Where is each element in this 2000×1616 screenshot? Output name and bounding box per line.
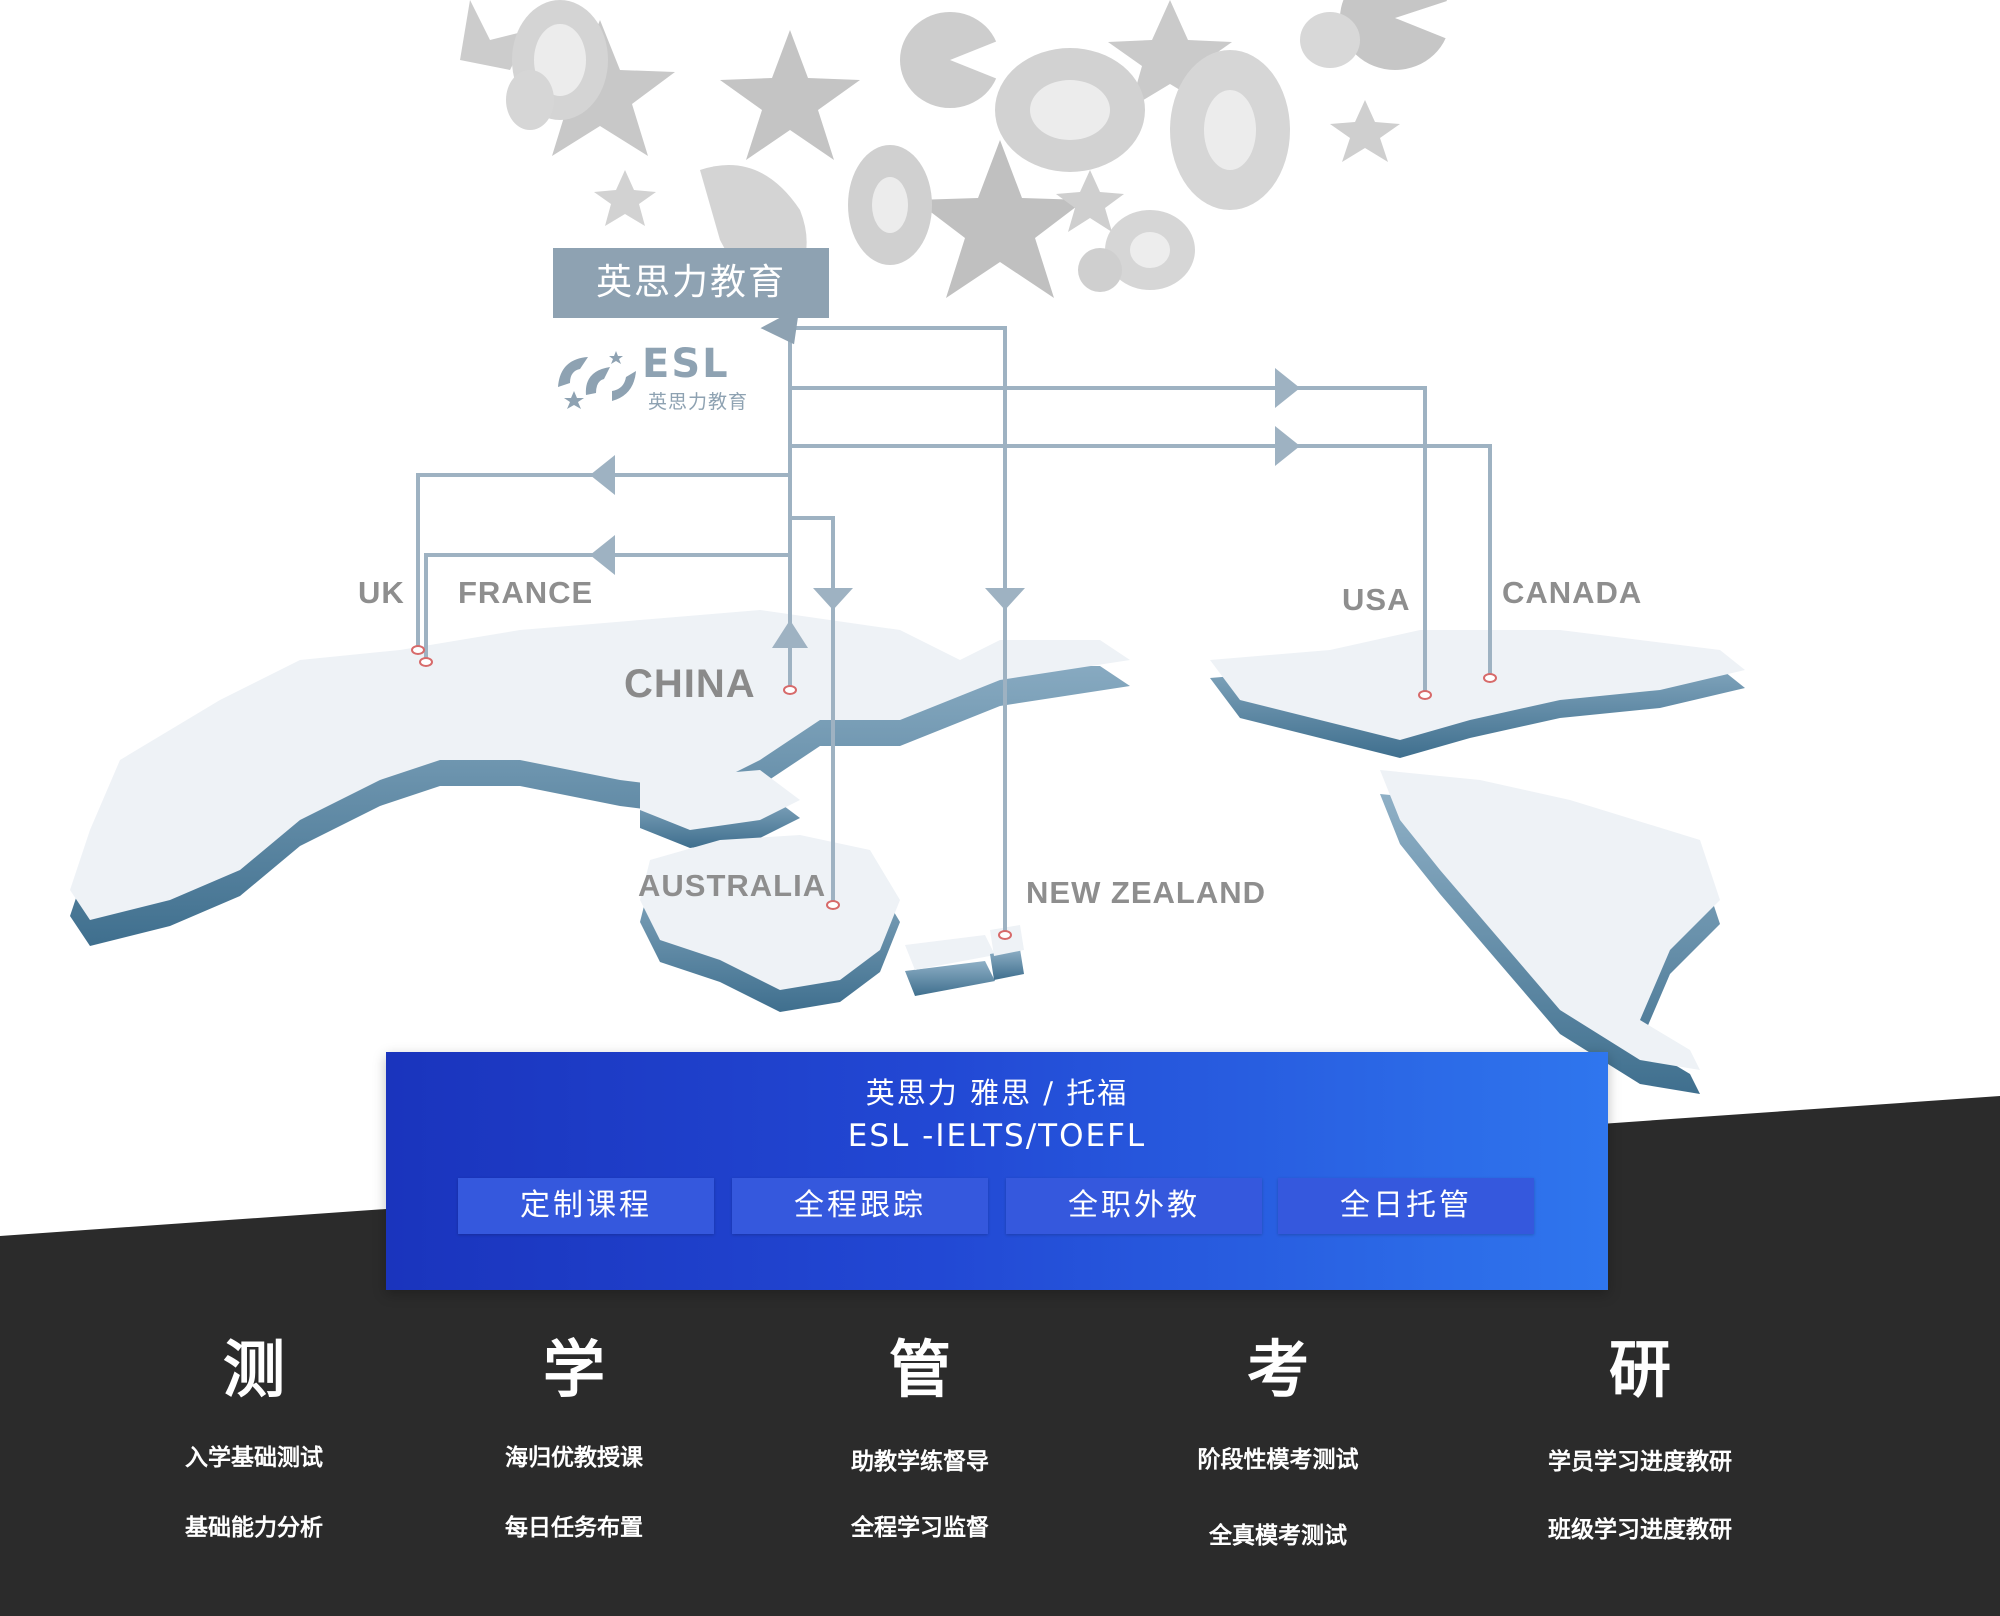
column-exam-item-1: 阶段性模考测试 — [1197, 1447, 1359, 1473]
column-manage: 管 助教学练督导 全程学习监督 — [770, 1330, 1070, 1541]
label-usa: USA — [1342, 582, 1411, 617]
column-manage-head: 管 — [888, 1333, 951, 1406]
column-test-head: 测 — [222, 1333, 285, 1406]
column-learn-item-2: 每日任务布置 — [505, 1515, 643, 1541]
fulltime-teacher-button[interactable]: 全职外教 — [1006, 1178, 1262, 1234]
esl-logo-mark-icon — [558, 351, 636, 409]
column-test-item-2: 基础能力分析 — [185, 1515, 323, 1541]
program-panel: 英思力 雅思 / 托福 ESL -IELTS/TOEFL 定制课程 全程跟踪 全… — [386, 1052, 1608, 1290]
brand-tag-label: 英思力教育 — [595, 262, 786, 303]
label-australia: AUSTRALIA — [638, 868, 827, 903]
city-markers — [411, 645, 1497, 940]
column-manage-item-1: 助教学练督导 — [851, 1449, 989, 1475]
label-canada: CANADA — [1502, 575, 1643, 610]
label-france: FRANCE — [458, 575, 594, 610]
column-test-item-1: 入学基础测试 — [185, 1445, 323, 1471]
route-lines — [416, 326, 1492, 935]
column-learn: 学 海归优教授课 每日任务布置 — [424, 1330, 724, 1541]
brand-tag: 英思力教育 — [553, 248, 829, 318]
column-research-head: 研 — [1608, 1333, 1671, 1406]
esl-logo-word: ESL — [642, 341, 730, 387]
esl-logo: ESL 英思力教育 — [550, 341, 760, 415]
label-uk: UK — [358, 575, 405, 610]
column-test: 测 入学基础测试 基础能力分析 — [104, 1330, 404, 1541]
custom-course-button[interactable]: 定制课程 — [458, 1178, 714, 1234]
column-learn-item-1: 海归优教授课 — [505, 1445, 643, 1471]
esl-logo-subtitle: 英思力教育 — [648, 391, 749, 413]
full-tracking-button[interactable]: 全程跟踪 — [732, 1178, 988, 1234]
column-manage-item-2: 全程学习监督 — [851, 1515, 989, 1541]
column-exam-head: 考 — [1246, 1333, 1309, 1406]
column-research-item-2: 班级学习进度教研 — [1548, 1517, 1732, 1543]
column-research-item-1: 学员学习进度教研 — [1548, 1449, 1732, 1475]
column-learn-head: 学 — [542, 1333, 605, 1406]
label-china: CHINA — [624, 662, 756, 706]
world-map — [70, 610, 1745, 1094]
column-exam: 考 阶段性模考测试 全真模考测试 — [1128, 1330, 1428, 1549]
decorative-letters-stars — [460, 0, 1450, 300]
full-day-care-button[interactable]: 全日托管 — [1278, 1178, 1534, 1234]
program-title: 英思力 雅思 / 托福 — [865, 1076, 1129, 1110]
program-subtitle: ESL -IELTS/TOEFL — [847, 1118, 1147, 1154]
column-exam-item-2: 全真模考测试 — [1209, 1523, 1347, 1549]
route-arrows — [590, 368, 1300, 648]
label-new-zealand: NEW ZEALAND — [1026, 875, 1267, 910]
column-research: 研 学员学习进度教研 班级学习进度教研 — [1490, 1330, 1790, 1543]
